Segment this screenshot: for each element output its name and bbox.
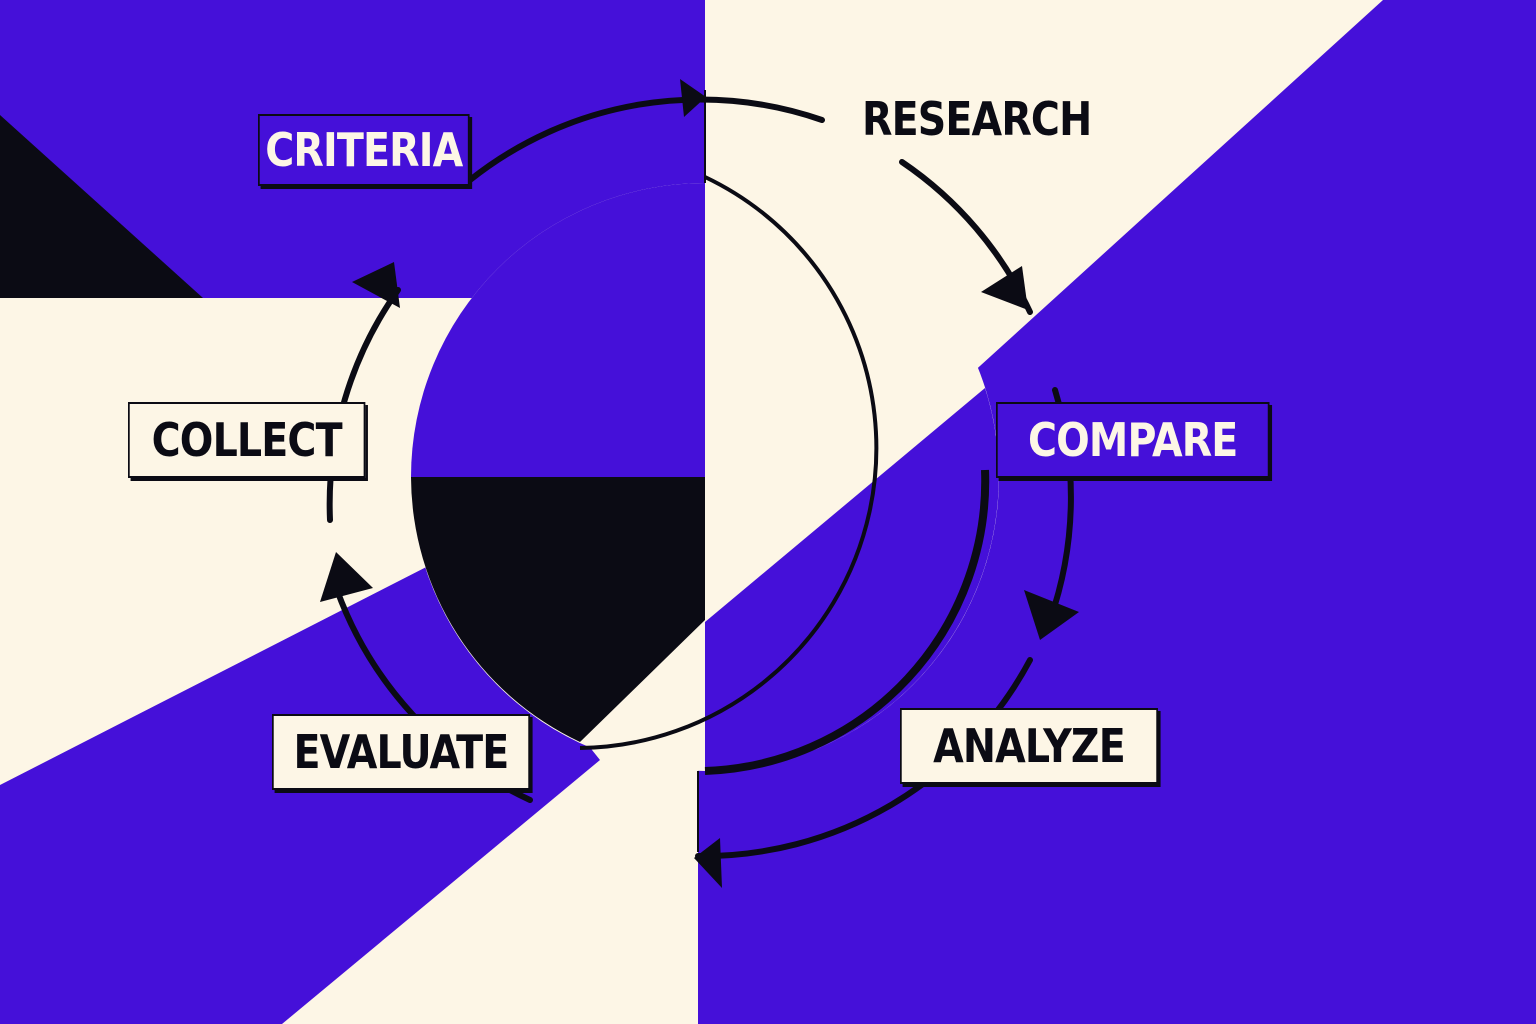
step-label-analyze: ANALYZE xyxy=(900,708,1158,784)
arrowhead-research-compare xyxy=(981,266,1028,310)
arrowhead-top xyxy=(680,79,706,117)
arc-collect-to-criteria xyxy=(326,287,401,523)
pie-outline-shadow xyxy=(704,469,990,775)
pie-quadrant-bottom-right xyxy=(705,388,999,771)
background-lower-left-purple xyxy=(0,560,600,1024)
step-label-collect: COLLECT xyxy=(128,402,366,478)
step-label-compare: COMPARE xyxy=(996,402,1270,478)
arrowhead-collect-criteria xyxy=(352,262,400,308)
pie-quadrant-top-left xyxy=(411,183,705,477)
step-label-research: RESEARCH xyxy=(862,92,1092,146)
arrowhead-evaluate-collect xyxy=(320,552,373,602)
arrowhead-compare-analyze xyxy=(1024,590,1079,640)
cycle-arrowheads xyxy=(320,79,1079,888)
inner-pie xyxy=(411,90,999,852)
step-label-criteria: CRITERIA xyxy=(258,114,470,186)
pie-outline-right xyxy=(579,175,879,750)
arc-criteria-to-research xyxy=(467,96,825,183)
pie-quadrant-bottom-left xyxy=(411,477,705,742)
arrowhead-bottom xyxy=(694,838,722,888)
background-top-left-black-triangle xyxy=(0,115,203,298)
step-label-evaluate: EVALUATE xyxy=(272,714,530,790)
